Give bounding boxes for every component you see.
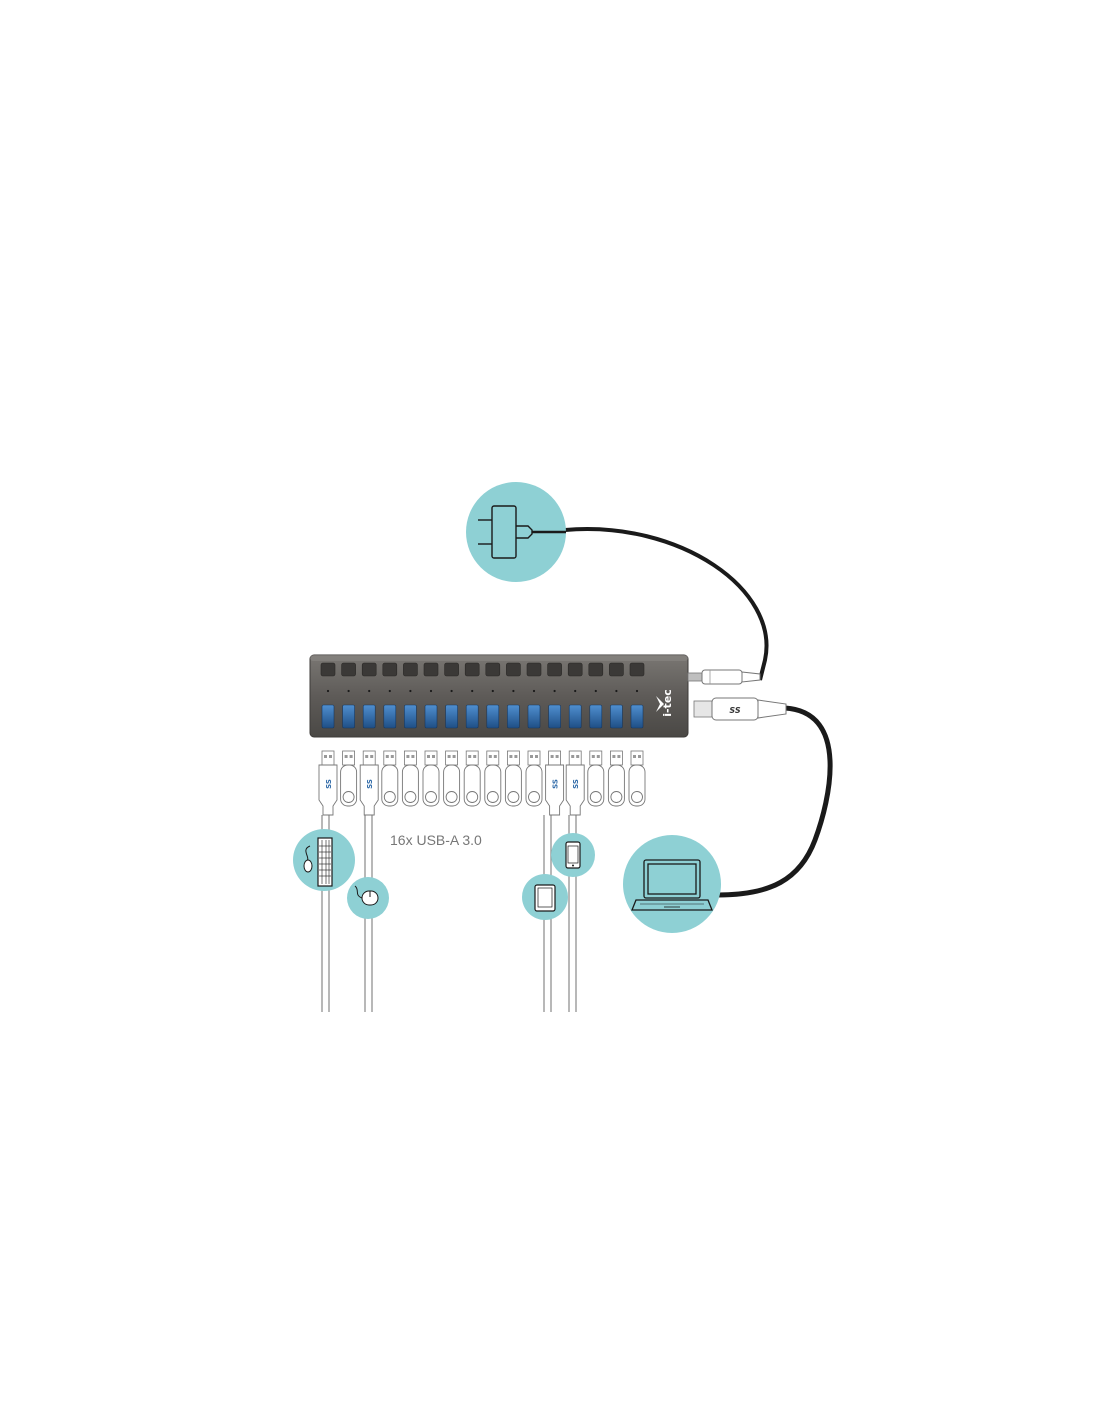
usb-ss-logo: SS bbox=[366, 779, 374, 789]
mouse-icon bbox=[354, 885, 379, 906]
port-led bbox=[450, 689, 453, 693]
usb-ports bbox=[321, 704, 644, 729]
port-leds bbox=[326, 689, 639, 693]
ports-label: 16x USB-A 3.0 bbox=[390, 832, 482, 848]
usb-ss-logo: SS bbox=[572, 779, 580, 789]
dc-jack-connector bbox=[687, 669, 761, 685]
tablet-badge bbox=[522, 874, 568, 920]
brand-logo: i-tec bbox=[656, 689, 674, 717]
usb-port bbox=[507, 704, 520, 729]
port-power-button bbox=[485, 662, 501, 677]
port-led bbox=[635, 689, 639, 693]
port-power-button bbox=[567, 662, 583, 677]
port-power-button bbox=[547, 662, 562, 677]
usb-a-plug: SS bbox=[565, 750, 585, 816]
tablet-icon bbox=[534, 884, 556, 912]
usb-port bbox=[486, 704, 500, 729]
port-led bbox=[615, 689, 618, 693]
host-cable bbox=[717, 705, 833, 898]
usb-flash-drive bbox=[443, 750, 461, 807]
usb-port bbox=[424, 704, 438, 729]
port-led bbox=[491, 689, 494, 693]
power-adapter-icon bbox=[478, 505, 566, 559]
port-power-button bbox=[464, 662, 480, 677]
port-power-button bbox=[361, 662, 377, 677]
port-power-button bbox=[382, 662, 398, 677]
usb-ss-logo: SS bbox=[552, 779, 560, 789]
keyboard-icon bbox=[303, 837, 333, 887]
port-led bbox=[594, 689, 597, 693]
port-led bbox=[512, 689, 515, 693]
phone-badge bbox=[551, 833, 595, 877]
usb-flash-drive bbox=[381, 750, 399, 807]
port-power-button bbox=[588, 662, 604, 677]
smartphone-icon bbox=[565, 841, 581, 869]
usb-flash-drive bbox=[484, 750, 502, 807]
usb-port bbox=[383, 704, 397, 729]
port-power-button bbox=[526, 662, 542, 677]
usb-ss-logo: SS bbox=[325, 779, 333, 789]
usb-port bbox=[610, 704, 623, 729]
usb-flash-drive bbox=[504, 750, 522, 807]
port-power-button bbox=[403, 662, 418, 677]
mouse-badge bbox=[347, 877, 389, 919]
port-power-button bbox=[609, 662, 624, 677]
usb-flash-drive bbox=[587, 750, 605, 807]
usb-flash-drive bbox=[607, 750, 625, 807]
usb-flash-drive bbox=[422, 750, 440, 807]
usb-port bbox=[589, 704, 603, 729]
usb-port bbox=[445, 704, 458, 729]
laptop-icon bbox=[631, 859, 713, 911]
usb-ss-logo: SS bbox=[729, 706, 740, 715]
usb-flash-drive bbox=[525, 750, 543, 807]
usb-port bbox=[527, 704, 541, 729]
port-power-button bbox=[320, 662, 336, 677]
usb-a-plug: SS bbox=[545, 750, 565, 816]
usb-hub: i-tec bbox=[309, 654, 689, 738]
usb-a-plug: SS bbox=[359, 750, 379, 816]
usb-a-plug: SS bbox=[318, 750, 338, 816]
port-led bbox=[574, 689, 577, 693]
usb-b-connector: SS bbox=[693, 697, 787, 721]
port-power-button bbox=[629, 662, 645, 677]
usb-port bbox=[465, 704, 479, 729]
port-led bbox=[471, 689, 474, 693]
port-power-button bbox=[423, 662, 439, 677]
usb-port bbox=[630, 704, 644, 729]
port-led bbox=[326, 689, 330, 693]
keyboard-badge bbox=[293, 829, 355, 891]
port-power-button bbox=[506, 662, 521, 677]
usb-port bbox=[321, 704, 335, 729]
port-led bbox=[429, 689, 433, 693]
power-cable bbox=[564, 527, 769, 681]
power-adapter-badge bbox=[466, 482, 566, 582]
port-led bbox=[553, 689, 556, 693]
laptop-badge bbox=[623, 835, 721, 933]
brand-text: i-tec bbox=[661, 689, 674, 717]
port-led bbox=[409, 689, 412, 693]
port-power-button bbox=[444, 662, 459, 677]
port-led bbox=[347, 689, 350, 693]
usb-flash-drive bbox=[628, 750, 646, 807]
port-power-button bbox=[341, 662, 356, 677]
port-led bbox=[532, 689, 536, 693]
port-power-buttons bbox=[320, 662, 645, 677]
usb-port bbox=[362, 704, 376, 729]
usb-port bbox=[568, 704, 582, 729]
usb-port bbox=[404, 704, 417, 729]
port-led bbox=[388, 689, 391, 693]
usb-port bbox=[342, 704, 355, 729]
usb-flash-drive bbox=[401, 750, 419, 807]
port-led bbox=[368, 689, 371, 693]
usb-port bbox=[548, 704, 561, 729]
usb-flash-drive bbox=[463, 750, 481, 807]
usb-devices: SS SS SS SS bbox=[318, 750, 646, 816]
usb-flash-drive bbox=[340, 750, 358, 807]
